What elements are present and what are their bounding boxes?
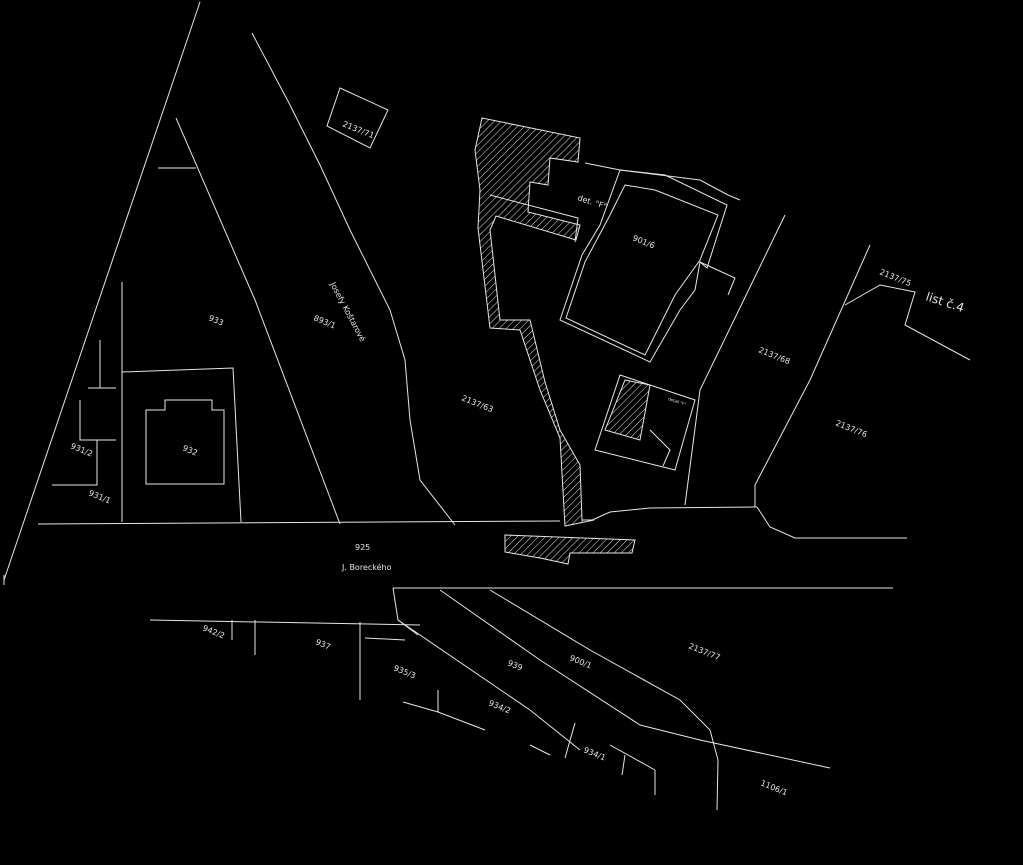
parcel-boundaries <box>3 1 971 811</box>
label-2137-77: 2137/77 <box>687 642 721 663</box>
label-937: 937 <box>314 638 332 652</box>
label-893-1: 893/1 <box>312 314 337 331</box>
label-901-6: 901/6 <box>631 234 656 251</box>
label-2137-68: 2137/68 <box>757 346 791 367</box>
label-2137-76: 2137/76 <box>834 419 868 440</box>
label-925: 925 <box>355 543 370 552</box>
building-2137-71 <box>326 87 389 149</box>
label-2137-71: 2137/71 <box>341 120 375 141</box>
label-931-2: 931/2 <box>69 442 94 459</box>
detail-f-box <box>594 374 696 471</box>
detail-f-small-reference: detail "F" <box>668 396 687 407</box>
label-900-1: 900/1 <box>568 654 593 671</box>
sheet-reference: list č.4 <box>924 290 966 316</box>
label-934-1: 934/1 <box>582 746 607 763</box>
hatched-foot <box>504 534 636 565</box>
label-934-2: 934/2 <box>487 699 512 716</box>
hatched-wall <box>474 117 595 527</box>
building-932 <box>145 399 225 485</box>
label-933: 933 <box>207 314 225 328</box>
label-2137-63: 2137/63 <box>460 394 494 415</box>
building-901-6 <box>559 169 736 363</box>
label-1106-1: 1106/1 <box>759 779 788 798</box>
street-kostarove: Josefy Koštarové <box>328 279 368 343</box>
detail-f-reference: det. "F" <box>576 193 607 211</box>
street-boreckeho: J. Boreckého <box>341 562 392 572</box>
label-942-2: 942/2 <box>201 624 226 641</box>
label-939: 939 <box>506 659 524 673</box>
label-931-1: 931/1 <box>87 489 112 506</box>
label-935-3: 935/3 <box>392 664 417 681</box>
label-932: 932 <box>181 444 199 458</box>
